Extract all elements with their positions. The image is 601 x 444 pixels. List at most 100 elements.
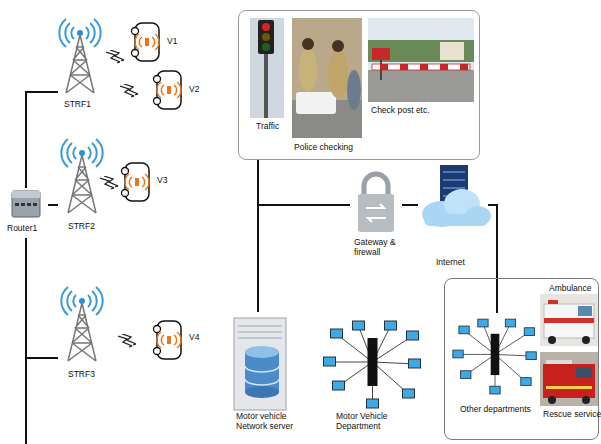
vehicle-icons: [154, 321, 182, 359]
services-group: AmbulanceRescue service Other departments: [444, 278, 599, 440]
node-label: Motor Vehicle Department: [336, 412, 408, 432]
police-photo: [347, 70, 361, 110]
traffic-photo: [250, 18, 284, 118]
checkpost-photo: [372, 64, 470, 70]
server-icon: [245, 366, 279, 385]
photo-node: Traffic: [249, 17, 289, 135]
police-photo: [296, 92, 336, 114]
traffic-photo: [258, 20, 274, 54]
server-icon: [234, 318, 286, 410]
node-label: Rescue service: [543, 410, 601, 420]
vehicle-icons: [132, 23, 160, 61]
server-icon: [245, 346, 279, 358]
router-icon: [21, 203, 25, 206]
node-label: Gateway & firewall: [354, 238, 400, 258]
wireless-bolts: [100, 50, 138, 347]
node-label: V3: [157, 176, 167, 186]
node-label: STRF2: [68, 222, 95, 232]
ambulance-photo: [540, 294, 598, 346]
node-label: V1: [167, 37, 177, 47]
node-label: Motor vehicle Network server: [236, 412, 302, 432]
network-link: [48, 204, 58, 206]
network-link: [402, 204, 418, 206]
lock-icon: [366, 204, 386, 222]
node-label: Router1: [7, 224, 37, 234]
base-station-towers: [61, 287, 102, 361]
ambulance-photo: [578, 306, 592, 316]
node-label: Other departments: [460, 405, 531, 415]
police-photo: [328, 50, 348, 98]
hub-node: Other departments: [453, 313, 539, 423]
base-station-towers: [59, 19, 102, 361]
fire-truck-photo: [576, 367, 592, 378]
fire-truck-photo: [582, 396, 590, 404]
checkpost-photo: [368, 70, 474, 102]
ambulance-photo: [544, 318, 594, 323]
router-icon: [12, 191, 40, 198]
network-icons: [324, 319, 537, 408]
fire-truck-photo: [540, 352, 598, 406]
internet-icon: [422, 165, 491, 227]
node-label: Check post etc.: [371, 106, 430, 116]
router-icon: [33, 203, 37, 206]
server-icon: [238, 326, 282, 338]
ambulance-photo: [540, 294, 598, 346]
network-icons: [324, 321, 421, 408]
network-link: [26, 92, 58, 188]
checkpost-photo: [380, 64, 468, 70]
server-icon: [234, 318, 286, 410]
node-label: Traffic: [256, 122, 279, 132]
fire-truck-photo: [546, 360, 572, 364]
vehicle-icons: [122, 163, 150, 201]
vehicle-node: V3: [115, 160, 177, 206]
fire-truck-photo: [540, 352, 598, 406]
wireless-bolts: [120, 84, 138, 97]
wireless-bolts: [106, 50, 124, 63]
gateway-node: Gateway & firewall: [350, 166, 402, 270]
base-station-towers: [61, 139, 102, 213]
vehicle-node: V2: [147, 68, 209, 114]
police-photo: [292, 18, 362, 138]
traffic-photo: [262, 23, 270, 31]
node-label: STRF1: [64, 100, 91, 110]
internet-icon: [424, 214, 488, 226]
police-photo: [332, 40, 344, 52]
node-label: Police checking: [294, 143, 353, 153]
internet-node: Internet: [418, 158, 488, 274]
wireless-bolts: [118, 334, 136, 347]
photo-node: Check post etc.: [367, 17, 477, 121]
node-label: V2: [189, 85, 199, 95]
photo-node: Police checking: [291, 17, 365, 157]
router-node: Router1: [4, 188, 48, 238]
router-icon: [15, 203, 19, 206]
traffic-photo: [264, 50, 268, 118]
node-label: Ambulance: [549, 284, 592, 294]
router-icon: [12, 191, 40, 217]
network-link: [488, 205, 497, 313]
ambulance-photo: [544, 304, 594, 338]
base-station-towers: [59, 19, 100, 93]
vehicle-node: V4: [147, 318, 209, 364]
ambulance-photo: [548, 336, 556, 344]
traffic-photo: [262, 43, 270, 51]
vehicle-icons: [154, 71, 182, 109]
network-link: [26, 238, 58, 358]
checkpost-photo: [368, 18, 474, 102]
police-photo: [292, 18, 362, 138]
tower-node: STRF2: [58, 135, 106, 237]
vehicle-node: V1: [125, 20, 187, 66]
router-icon: [12, 191, 40, 217]
vehicle-icons: [122, 23, 182, 359]
server-node: Motor vehicle Network server: [226, 312, 304, 442]
tower-node: STRF3: [58, 283, 106, 388]
server-icon: [245, 386, 279, 398]
police-photo: [302, 38, 314, 50]
photo-node: Ambulance: [537, 281, 599, 349]
checkpost-photo: [368, 18, 474, 102]
fire-truck-photo: [546, 386, 592, 389]
router-icon: [27, 203, 31, 206]
node-label: Internet: [436, 258, 465, 268]
police-photo: [299, 48, 317, 92]
lock-icon: [364, 174, 388, 196]
